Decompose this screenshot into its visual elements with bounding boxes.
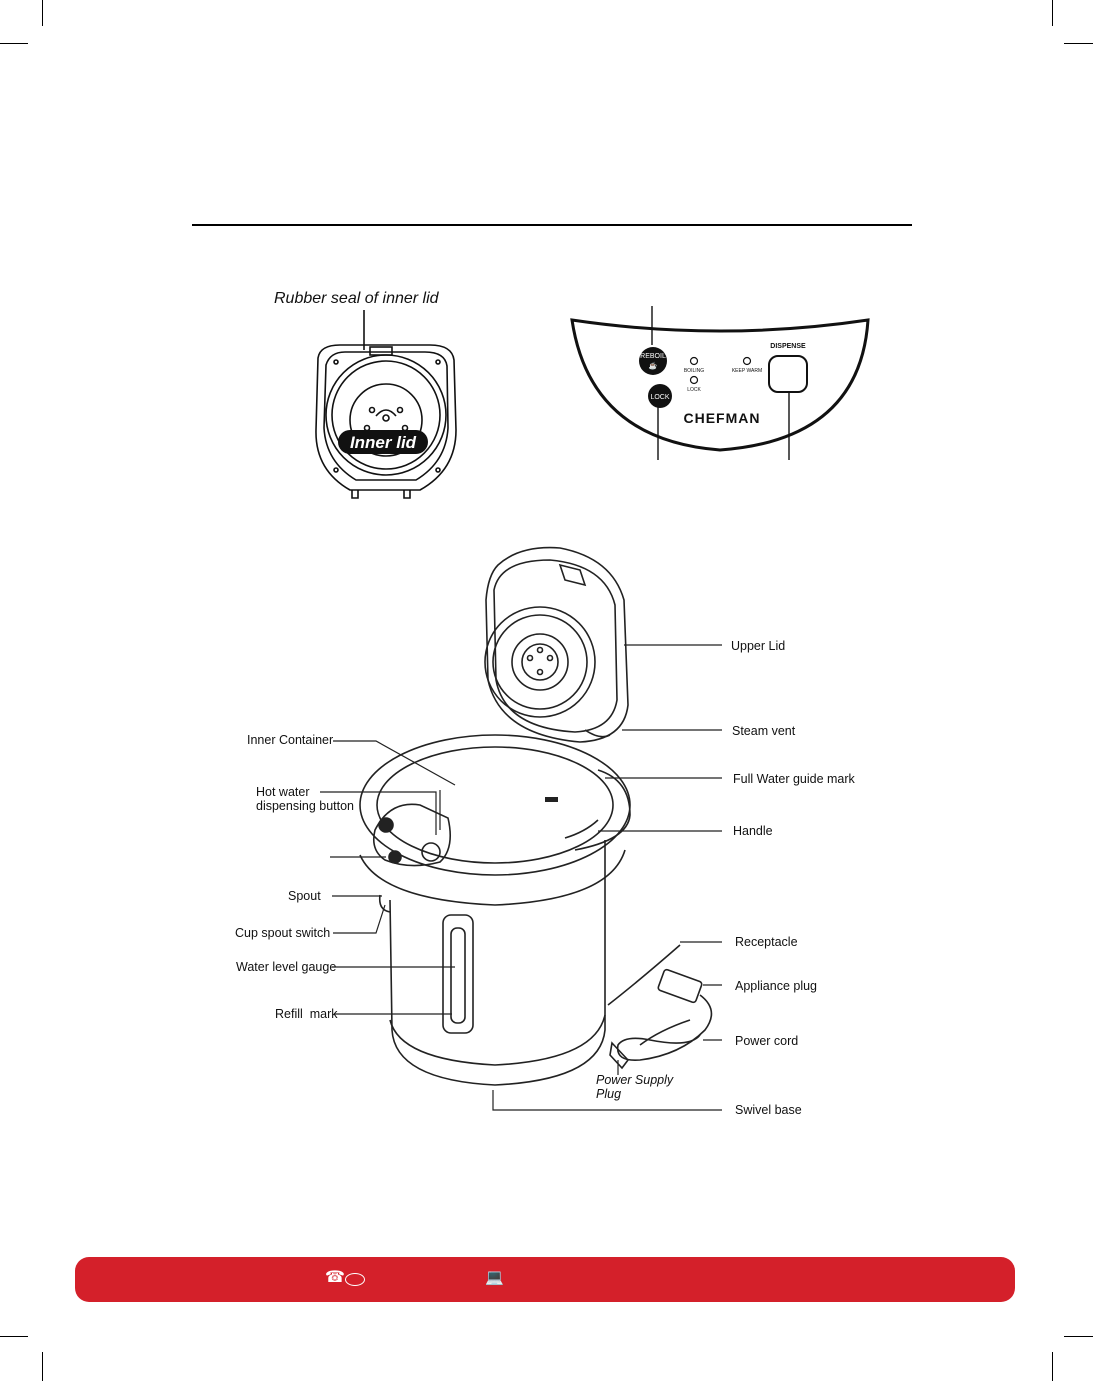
crop-mark bbox=[1052, 1352, 1053, 1381]
full-water-mark bbox=[545, 797, 558, 802]
label-cup-spout-switch: Cup spout switch bbox=[235, 926, 331, 940]
label-steam-vent: Steam vent bbox=[732, 724, 796, 738]
lock-button: LOCK bbox=[650, 394, 669, 401]
label-appliance-plug: Appliance plug bbox=[735, 979, 818, 993]
lock-indicator: LOCK bbox=[687, 387, 701, 393]
crop-mark bbox=[0, 43, 28, 44]
footer-bar: ☎ 💻 bbox=[75, 1257, 1015, 1302]
crop-mark bbox=[42, 0, 43, 26]
label-full-water-mark: Full Water guide mark bbox=[733, 772, 855, 786]
dispense-label: DISPENSE bbox=[770, 343, 806, 350]
laptop-icon: 💻 bbox=[485, 1269, 504, 1286]
crop-mark bbox=[0, 1336, 28, 1337]
label-handle: Handle bbox=[733, 824, 773, 838]
control-panel-illustration bbox=[570, 306, 870, 460]
crop-mark bbox=[1064, 1336, 1093, 1337]
label-swivel-base: Swivel base bbox=[735, 1103, 802, 1117]
label-water-level-gauge: Water level gauge bbox=[236, 960, 337, 974]
inner-lid-illustration bbox=[315, 310, 457, 499]
inner-lid-seal-label: Rubber seal of inner lid bbox=[274, 290, 439, 307]
inner-lid-badge: Inner lid bbox=[350, 433, 417, 452]
keep-warm-indicator: KEEP WARM bbox=[732, 368, 762, 374]
label-power-supply-plug-line1: Power Supply bbox=[596, 1073, 674, 1087]
crop-mark bbox=[1064, 43, 1093, 44]
kettle-illustration bbox=[359, 546, 713, 1086]
label-power-supply-plug-line2: Plug bbox=[596, 1087, 622, 1101]
section-divider bbox=[192, 224, 912, 226]
label-inner-container: Inner Container bbox=[247, 733, 334, 747]
label-receptacle: Receptacle bbox=[735, 935, 798, 949]
label-refill-mark: Refill mark bbox=[275, 1007, 338, 1021]
label-spout: Spout bbox=[288, 889, 321, 903]
boiling-indicator: BOILING bbox=[684, 368, 704, 374]
contact-oval-icon bbox=[345, 1273, 365, 1286]
phone-icon: ☎ bbox=[325, 1269, 345, 1286]
label-hot-water-line1: Hot water bbox=[256, 785, 310, 799]
cup-icon: ☕ bbox=[649, 361, 658, 370]
label-power-cord: Power cord bbox=[735, 1034, 799, 1048]
inner-lid-badge-bg bbox=[338, 430, 428, 454]
crop-mark bbox=[1052, 0, 1053, 26]
label-hot-water-line2: dispensing button bbox=[256, 799, 354, 813]
crop-mark bbox=[42, 1352, 43, 1381]
brand-logo: CHEFMAN bbox=[684, 410, 761, 426]
label-upper-lid: Upper Lid bbox=[731, 639, 786, 653]
reboil-button: REBOIL bbox=[640, 353, 666, 360]
